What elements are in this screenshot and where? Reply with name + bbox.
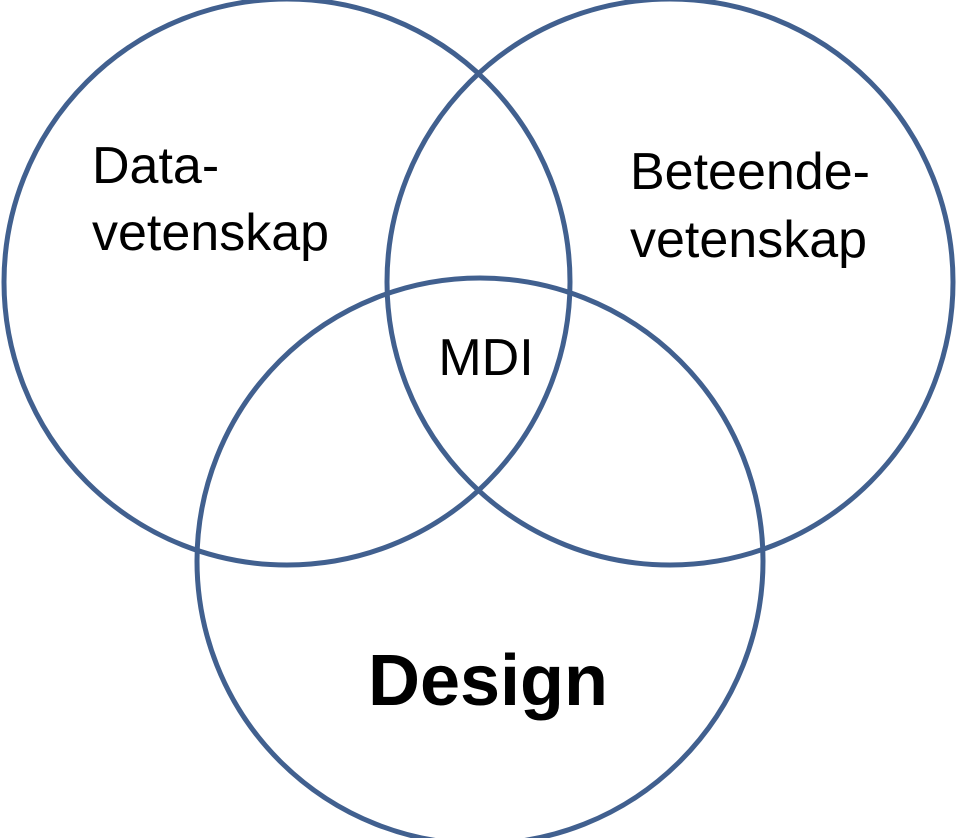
- label-behavioral-science-line2: vetenskap: [630, 211, 867, 269]
- label-data-science-line1: Data-: [92, 137, 219, 195]
- circle-data-science: [1, 0, 573, 568]
- label-design: Design: [368, 641, 608, 721]
- label-behavioral-science-line1: Beteende-: [630, 143, 870, 201]
- circle-behavioral-science: [384, 0, 956, 568]
- label-intersection-mdi: MDI: [438, 329, 533, 387]
- circle-design: [194, 275, 766, 838]
- label-data-science-line2: vetenskap: [92, 204, 329, 262]
